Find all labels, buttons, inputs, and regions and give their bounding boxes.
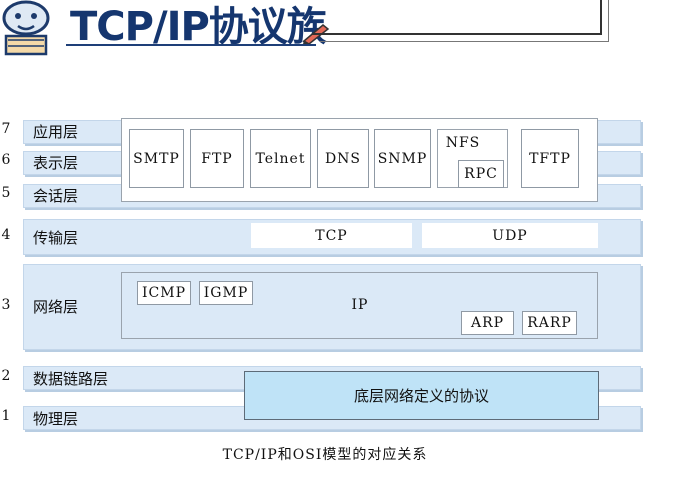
layer-number: 5 [1, 185, 11, 201]
protocol-snmp: SNMP [374, 129, 431, 188]
protocol-ip: IP [351, 297, 369, 313]
protocol-smtp: SMTP [129, 129, 184, 188]
protocol-ftp: FTP [190, 129, 244, 188]
protocol-icmp: ICMP [137, 281, 191, 305]
frame-line [600, 0, 602, 34]
mascot-icon [0, 0, 62, 62]
slide-header: TCP/IP协议族 [0, 0, 681, 66]
layer-label-transport: 传输层 [33, 229, 79, 247]
layer-number: 2 [1, 368, 11, 384]
protocol-dns: DNS [317, 129, 369, 188]
frame-line [312, 33, 602, 35]
layer-label-presentation: 表示层 [33, 154, 79, 172]
layer-label-application: 应用层 [33, 123, 79, 141]
protocol-nfs: NFS [445, 135, 481, 151]
layer-label-datalink: 数据链路层 [33, 370, 109, 388]
frame-line [320, 41, 609, 42]
title-underline [66, 44, 316, 46]
layer-number: 4 [1, 227, 11, 243]
protocol-udp: UDP [422, 223, 598, 248]
layer-number: 1 [1, 408, 11, 424]
figure-caption: TCP/IP和OSI模型的对应关系 [222, 447, 428, 463]
layer-number: 6 [1, 152, 11, 168]
protocol-tcp: TCP [251, 223, 412, 248]
protocol-arp: ARP [461, 311, 514, 335]
layer-number: 3 [1, 297, 11, 313]
protocol-igmp: IGMP [199, 281, 253, 305]
layer-label-physical: 物理层 [33, 410, 79, 428]
subnet-protocols-box: 底层网络定义的协议 [244, 371, 599, 420]
protocol-rarp: RARP [522, 311, 577, 335]
layer-number: 7 [1, 121, 11, 137]
layer-label-session: 会话层 [33, 187, 79, 205]
frame-line [608, 0, 609, 42]
page-title: TCP/IP协议族 [70, 4, 327, 50]
layer-label-network: 网络层 [33, 298, 79, 316]
protocol-rpc: RPC [458, 160, 504, 188]
protocol-tftp: TFTP [521, 129, 579, 188]
protocol-telnet: Telnet [250, 129, 311, 188]
